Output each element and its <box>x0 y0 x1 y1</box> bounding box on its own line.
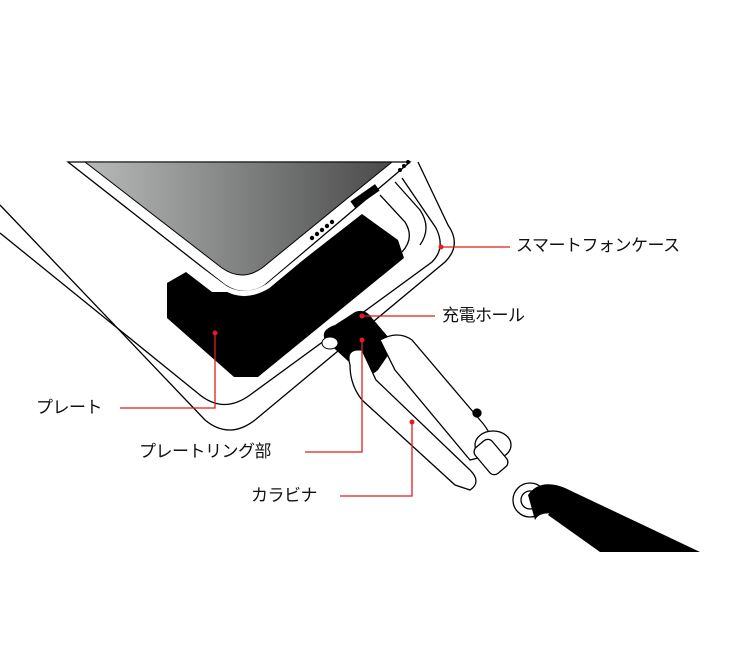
label-smartphone-case: スマートフォンケース <box>516 236 680 256</box>
phone-screen <box>83 161 394 276</box>
plate-ring <box>321 310 395 375</box>
speaker-dots <box>309 160 410 241</box>
label-carabiner: カラビナ <box>251 486 318 506</box>
leader-lines <box>120 246 510 497</box>
label-plate: プレート <box>36 398 103 418</box>
leader-dots <box>212 244 444 425</box>
plate <box>167 214 404 377</box>
label-plate-ring: プレートリング部 <box>139 442 272 462</box>
strap <box>528 484 700 552</box>
label-charging-hole: 充電ホール <box>442 306 525 326</box>
speaker-slot <box>350 184 380 208</box>
